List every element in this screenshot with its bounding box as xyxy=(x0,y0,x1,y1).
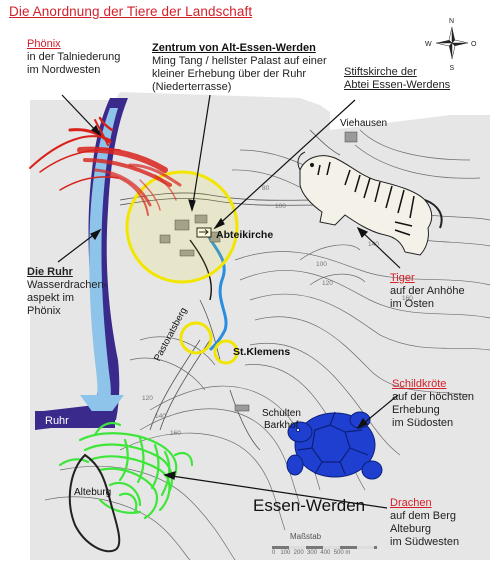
ruhr-label-bar xyxy=(35,411,115,428)
turtle-figure xyxy=(286,411,383,480)
tiger-line2: auf der Anhöhe xyxy=(390,285,465,297)
callout-lines xyxy=(57,94,401,509)
center-heading: Zentrum von Alt-Essen-Werden xyxy=(152,42,316,54)
tiger-caption: Tiger auf der Anhöhe im Osten xyxy=(390,272,465,311)
stream xyxy=(203,229,228,352)
ruhr-river-light xyxy=(89,108,118,412)
ruhr-line4: Phönix xyxy=(27,305,61,317)
abteikirche-label: Abteikirche xyxy=(216,229,274,241)
dragon-line2: auf dem Berg xyxy=(390,510,457,522)
alteburg-outline xyxy=(68,453,121,553)
town-blocks xyxy=(159,131,358,412)
church-caption: Stiftskirche der Abtei Essen-Werdens xyxy=(344,66,450,92)
church-line2: Abtei Essen-Werdens xyxy=(344,79,451,91)
contour-label: 160 xyxy=(402,295,413,302)
page-title: Die Anordnung der Tiere der Landschaft xyxy=(9,4,253,19)
stklemens-circle xyxy=(213,339,239,365)
ruhr-heading: Die Ruhr xyxy=(27,266,73,278)
contour-label: 120 xyxy=(322,280,333,287)
church-line1: Stiftskirche der xyxy=(344,66,417,78)
dragon-line4: im Südwesten xyxy=(390,536,460,548)
center-line4: (Niederterrasse) xyxy=(152,81,232,93)
turtle-line3: Erhebung xyxy=(392,404,440,416)
contour-value-labels: 100 120 140 160 80 100 120 140 160 xyxy=(142,185,413,437)
massstab-label: Maßstab xyxy=(290,532,322,541)
ruhr-line3: aspekt im xyxy=(27,292,75,304)
scale-bar-line xyxy=(272,546,377,549)
center-line2: Ming Tang / hellster Palast auf einer xyxy=(152,55,327,67)
contour-label: 140 xyxy=(368,241,379,248)
tiger-line3: im Osten xyxy=(390,298,435,310)
phoenix-figure xyxy=(29,116,182,216)
contour-label: 100 xyxy=(275,203,286,210)
contour-label: 80 xyxy=(262,185,270,192)
turtle-line4: im Südosten xyxy=(392,417,454,429)
center-line3: kleiner Erhebung über der Ruhr xyxy=(152,68,307,80)
viehausen-label: Viehausen xyxy=(340,118,388,129)
compass-n: N xyxy=(449,18,454,25)
contour-label: 140 xyxy=(155,413,166,420)
turtle-caption: Schildkröte auf der höchsten Erhebung im… xyxy=(392,378,474,430)
ruhr-label: Ruhr xyxy=(45,415,69,427)
map-white-inset xyxy=(330,100,490,115)
tiger-figure xyxy=(297,151,443,256)
phoenix-line3: im Nordwesten xyxy=(27,64,101,76)
alteburg-label: Alteburg xyxy=(74,487,112,498)
scale-bar: 0 100 200 300 400 500 m xyxy=(272,546,377,560)
compass-rose-icon: N S W O xyxy=(425,18,477,72)
barkhof-label: Barkhof xyxy=(264,420,299,431)
contour-label: 120 xyxy=(142,395,153,402)
center-caption: Zentrum von Alt-Essen-Werden Ming Tang /… xyxy=(152,42,327,94)
turtle-heading: Schildkröte xyxy=(392,378,447,390)
ruhr-caption: Die Ruhr Wasserdrachen- aspekt im Phönix xyxy=(27,266,107,318)
compass-o: O xyxy=(471,41,477,48)
ruhr-line2: Wasserdrachen- xyxy=(27,279,108,291)
ruhr-arrow-icon xyxy=(80,395,124,425)
brook xyxy=(189,239,212,301)
schulten-label: Schulten xyxy=(262,408,301,419)
dragon-caption: Drachen auf dem Berg Alteburg im Südwest… xyxy=(390,497,459,549)
essen-werden-label: Essen-Werden xyxy=(253,496,366,515)
phoenix-line2: in der Talniederung xyxy=(27,51,121,63)
contour-label: 100 xyxy=(316,261,327,268)
dragon-line3: Alteburg xyxy=(390,523,431,535)
compass-w: W xyxy=(425,41,432,48)
center-circle xyxy=(125,170,239,284)
tiger-heading: Tiger xyxy=(390,272,415,284)
stklemens-label: St.Klemens xyxy=(233,346,291,358)
dragon-heading: Drachen xyxy=(390,497,432,509)
compass-s: S xyxy=(450,65,455,72)
abbey-church-arrow-icon xyxy=(199,229,209,235)
phoenix-heading: Phönix xyxy=(27,38,61,50)
turtle-line2: auf der höchsten xyxy=(392,391,474,403)
pastoratsberg-circle xyxy=(179,321,213,355)
scale-bar-marks: 0 100 200 300 400 500 m xyxy=(272,550,351,556)
dragon-figure xyxy=(58,421,194,520)
phoenix-caption: Phönix in der Talniederung im Nordwesten xyxy=(27,38,120,77)
contour-label: 160 xyxy=(170,430,181,437)
